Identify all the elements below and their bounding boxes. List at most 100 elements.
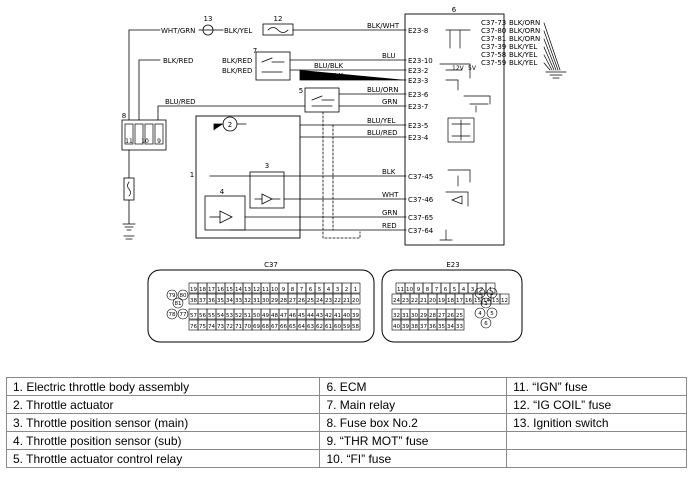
pin-number: 29 (271, 298, 278, 304)
fuse-ig-coil (262, 23, 294, 36)
callout-3: 3 (265, 162, 269, 170)
pin-number: 57 (190, 313, 197, 319)
legend-item: 5. Throttle actuator control relay (5, 449, 321, 468)
pin-number: 3 (471, 287, 475, 293)
pin-number: 37 (420, 324, 427, 330)
pin-number: 36 (208, 298, 215, 304)
connector-pin (474, 307, 486, 319)
pin-number: 41 (334, 313, 341, 319)
pin-number: 25 (456, 313, 463, 319)
callout-6: 6 (452, 6, 457, 14)
connector-pin (350, 282, 361, 294)
pin-number: 77 (180, 312, 187, 318)
ecm-term-e23-6: E23-6 (408, 91, 429, 99)
legend-item (506, 431, 687, 450)
pin-number: 44 (307, 313, 314, 319)
pin-number: 46 (289, 313, 296, 319)
pin-number: 8 (291, 287, 295, 293)
legend-table: 1. Electric throttle body assembly 6. EC… (5, 377, 687, 468)
pin-number: 74 (208, 324, 215, 330)
pin-number: 30 (411, 313, 418, 319)
throttle-body-assembly (195, 115, 301, 239)
ecm-term-c37-59: C37-59 (481, 59, 506, 67)
pin-number: 31 (253, 298, 260, 304)
pin-number: 7 (435, 287, 439, 293)
pin-number: 24 (316, 298, 323, 304)
pin-number: 9 (282, 287, 286, 293)
wire-label-wht-grn: WHT/GRN (161, 27, 195, 35)
callout-5: 5 (299, 87, 303, 95)
pin-number: 63 (307, 324, 314, 330)
pin-number: 54 (217, 313, 224, 319)
connector-pin (480, 317, 492, 329)
pin-number: 18 (447, 298, 454, 304)
pin-number: 42 (325, 313, 332, 319)
pin-number: 80 (180, 293, 187, 299)
connector-c37-shell (147, 269, 375, 343)
pin-number: 79 (169, 293, 176, 299)
legend-item: 4. Throttle position sensor (sub) (5, 431, 321, 450)
ecm-internal-circuits (439, 29, 491, 241)
ecm-term-c37-58: C37-58 (481, 51, 506, 59)
callout-1: 1 (190, 171, 194, 179)
throttle-position-sensor-main (249, 171, 285, 209)
connector-pin (486, 307, 498, 319)
pin-number: 18 (199, 287, 206, 293)
pin-number: 64 (298, 324, 305, 330)
ecm-term-e23-10: E23-10 (408, 57, 433, 65)
callout-11: 11 (125, 138, 133, 145)
wire-label-blu-yel-1: BLU/YEL (367, 117, 396, 125)
legend-item: 6. ECM (319, 377, 508, 396)
pin-number: 22 (334, 298, 341, 304)
pin-number: 25 (307, 298, 314, 304)
pin-number: 28 (429, 313, 436, 319)
legend-row: 2. Throttle actuator 7. Main relay 12. “… (5, 395, 687, 414)
pin-number: 13 (244, 287, 251, 293)
wire-label-blu-red-1: BLU/RED (165, 98, 196, 106)
pin-number: 5 (453, 287, 457, 293)
wire-label-blk-yel-4: BLK/YEL (509, 59, 537, 67)
legend-item: 12. “IG COIL” fuse (506, 395, 687, 414)
pin-number: 19 (438, 298, 445, 304)
pin-number: 2 (345, 287, 349, 293)
ecm-term-c37-73: C37-73 (481, 19, 506, 27)
ecm-term-c37-64: C37-64 (408, 227, 434, 235)
pin-number: 21 (343, 298, 350, 304)
wire-label-grn-2: GRN (382, 209, 398, 217)
pin-number: 2 (490, 291, 494, 297)
wire-label-blk-orn-2: BLK/ORN (509, 27, 540, 35)
pin-number: 32 (244, 298, 251, 304)
pin-number: 6 (484, 321, 488, 327)
wire-label-wht: WHT (382, 191, 399, 199)
pin-number: 13 (492, 298, 499, 304)
pin-number: 43 (316, 313, 323, 319)
pin-number: 58 (352, 324, 359, 330)
ecm-ground (543, 22, 567, 79)
ecm-label-5v: 5V (468, 65, 477, 72)
ecm-term-e23-3: E23-3 (408, 77, 428, 85)
pin-number: 20 (352, 298, 359, 304)
ecm-term-c37-80: C37-80 (481, 27, 506, 35)
wire-label-blk-red-3: BLK/RED (163, 57, 193, 65)
legend-item: 2. Throttle actuator (5, 395, 321, 414)
pin-number: 17 (456, 298, 463, 304)
pin-number: 26 (447, 313, 454, 319)
legend-row: 1. Electric throttle body assembly 6. EC… (5, 377, 687, 396)
pin-number: 72 (226, 324, 233, 330)
legend-item (506, 449, 687, 468)
legend-item: 3. Throttle position sensor (main) (5, 413, 321, 432)
pin-number: 11 (262, 287, 269, 293)
ecm-term-e23-5: E23-5 (408, 122, 428, 130)
pin-number: 73 (217, 324, 224, 330)
pin-number: 33 (456, 324, 463, 330)
wire-label-blk: BLK (382, 168, 396, 176)
pin-number: 15 (474, 298, 481, 304)
pin-number: 11 (397, 287, 404, 293)
pin-number: 40 (393, 324, 400, 330)
pin-number: 1 (478, 291, 482, 297)
pin-number: 24 (393, 298, 400, 304)
legend-row: 3. Throttle position sensor (main) 8. Fu… (5, 413, 687, 432)
pin-number: 33 (235, 298, 242, 304)
